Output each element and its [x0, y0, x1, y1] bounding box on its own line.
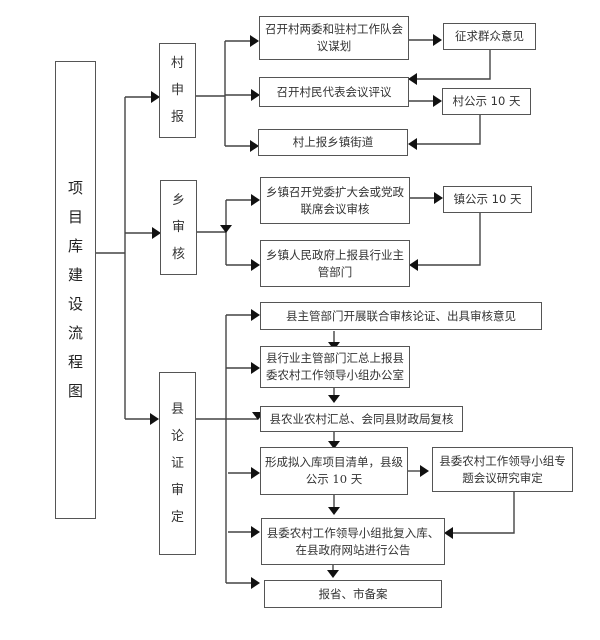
arrow-icon [220, 225, 232, 233]
arrow-icon [251, 467, 260, 479]
arrow-icon [434, 192, 443, 204]
stage-char: 申 [170, 83, 184, 98]
arrow-icon [250, 35, 259, 47]
title-char: 库 [67, 237, 83, 255]
arrow-icon [408, 73, 417, 85]
title-char: 流 [67, 324, 83, 342]
step-township-publicity: 镇公示 10 天 [443, 186, 532, 213]
stage-char: 乡 [171, 193, 185, 208]
stage-char: 论 [170, 429, 184, 444]
step-county-joint-review: 县主管部门开展联合审核论证、出具审核意见 [260, 302, 542, 330]
stage-county-box: 县 论 证 审 定 [159, 372, 196, 555]
stage-char: 定 [170, 510, 184, 525]
arrow-icon [251, 577, 260, 589]
arrow-icon [251, 309, 260, 321]
step-county-approval-announce: 县委农村工作领导小组批复入库、在县政府网站进行公告 [261, 518, 445, 565]
arrow-icon [433, 95, 442, 107]
arrow-icon [251, 194, 260, 206]
step-county-dept-summary: 县行业主管部门汇总上报县委农村工作领导小组办公室 [260, 346, 410, 388]
title-char: 目 [67, 208, 83, 226]
arrow-icon [328, 395, 340, 403]
step-village-planning-meeting: 召开村两委和驻村工作队会议谋划 [259, 16, 409, 60]
flowchart-title-box: 项 目 库 建 设 流 程 图 [55, 61, 96, 519]
arrow-icon [444, 527, 453, 539]
stage-char: 县 [170, 402, 184, 417]
title-char: 建 [67, 266, 83, 284]
arrow-icon [152, 227, 161, 239]
arrow-icon [151, 91, 160, 103]
arrow-icon [150, 413, 159, 425]
stage-char: 报 [170, 110, 184, 125]
title-char: 图 [67, 382, 83, 400]
step-township-party-review: 乡镇召开党委扩大会或党政联席会议审核 [260, 177, 410, 224]
title-char: 项 [67, 179, 83, 197]
arrow-icon [251, 362, 260, 374]
arrow-icon [408, 138, 417, 150]
stage-village-box: 村 申 报 [159, 43, 196, 138]
stage-char: 核 [171, 247, 185, 262]
title-char: 设 [67, 295, 83, 313]
step-township-report-to-county: 乡镇人民政府上报县行业主管部门 [260, 240, 410, 287]
step-county-leadership-review: 县委农村工作领导小组专题会议研究审定 [432, 447, 573, 492]
title-char: 程 [67, 353, 83, 371]
stage-township-box: 乡 审 核 [160, 180, 197, 275]
step-village-publicity: 村公示 10 天 [442, 88, 531, 115]
stage-char: 村 [170, 56, 184, 71]
arrow-icon [420, 465, 429, 477]
arrow-icon [250, 140, 259, 152]
connector [417, 212, 481, 266]
step-county-project-list: 形成拟入库项目清单，县级公示 10 天 [260, 447, 408, 495]
arrow-icon [328, 507, 340, 515]
connector [452, 490, 515, 534]
arrow-icon [251, 89, 260, 101]
arrow-icon [328, 441, 340, 449]
step-solicit-opinions: 征求群众意见 [443, 23, 536, 50]
arrow-icon [251, 526, 260, 538]
arrow-icon [409, 259, 418, 271]
connector [416, 114, 481, 145]
stage-char: 审 [171, 220, 185, 235]
step-report-to-township: 村上报乡镇街道 [258, 129, 408, 156]
arrow-icon [433, 34, 442, 46]
stage-char: 审 [170, 483, 184, 498]
connector [416, 49, 491, 80]
step-county-agri-recheck: 县农业农村汇总、会同县财政局复核 [260, 406, 463, 432]
arrow-icon [327, 570, 339, 578]
step-report-province-city: 报省、市备案 [264, 580, 442, 608]
arrow-icon [251, 259, 260, 271]
step-villager-rep-meeting: 召开村民代表会议评议 [259, 77, 409, 107]
stage-char: 证 [170, 456, 184, 471]
